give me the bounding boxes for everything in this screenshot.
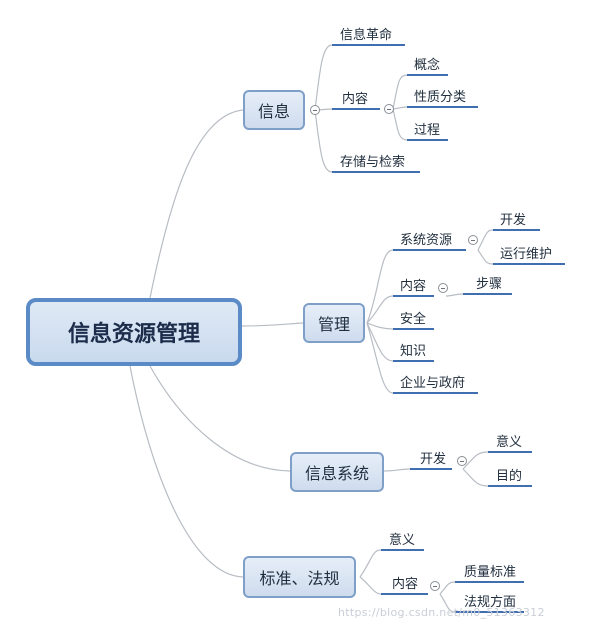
connector-guanli-zhishi (366, 322, 394, 362)
connector-kaifa-yiyi (462, 451, 489, 470)
collapse-toggle-xitong-ziyuan[interactable] (468, 235, 478, 245)
node-xinxi-geming[interactable]: 信息革命 (340, 27, 393, 43)
connector-neirong-xingzhi (392, 106, 408, 110)
node-xitong-ziyuan[interactable]: 系统资源 (400, 232, 453, 248)
node-biaozhun-neirong[interactable]: 内容 (392, 576, 419, 592)
node-gainian[interactable]: 概念 (414, 57, 441, 73)
connector-kaifa-mudi (462, 468, 489, 487)
collapse-toggle-guanli-neirong[interactable] (438, 283, 448, 293)
connector-neirong3-zhiliang (439, 581, 456, 595)
connector-xinxi-cunchu (314, 109, 333, 173)
node-biaozhun-yiyi[interactable]: 意义 (389, 532, 416, 548)
topic-xinxi[interactable]: 信息 (243, 90, 305, 130)
connector-root-xinxixitong (149, 365, 291, 472)
node-qiye-zhengfu[interactable]: 企业与政府 (400, 375, 466, 391)
connector-root-guanli (241, 322, 304, 327)
topic-xinxixitong[interactable]: 信息系统 (290, 452, 384, 492)
node-xingzhi-fenlei[interactable]: 性质分类 (414, 89, 467, 105)
node-cunchu-jiansuo[interactable]: 存储与检索 (340, 154, 406, 170)
connector-biaozhun-neirong (359, 576, 382, 595)
connector-guanli-anquan (366, 322, 394, 330)
topic-guanli[interactable]: 管理 (303, 303, 365, 343)
topic-biaozhun-fagui[interactable]: 标准、法规 (243, 556, 356, 598)
node-yunxing-weihu[interactable]: 运行维护 (500, 246, 553, 262)
node-guocheng[interactable]: 过程 (414, 122, 441, 138)
watermark: https://blog.csdn.net/m0_51363312 (338, 606, 545, 619)
connector-guanli-qiye (366, 322, 394, 394)
collapse-toggle-xinxi[interactable] (310, 105, 320, 115)
connector-xinxixitong-kaifa (383, 468, 411, 472)
connector-xitong-yunxing (477, 249, 494, 265)
connector-xinxi-geming (314, 44, 333, 111)
connector-guanli-neirong (366, 295, 394, 324)
node-buzhou[interactable]: 步骤 (476, 276, 503, 292)
connector-root-xinxi (149, 109, 244, 299)
node-kaifa-1[interactable]: 开发 (500, 212, 527, 228)
node-mudi[interactable]: 目的 (496, 468, 523, 484)
connector-xitong-kaifa (477, 229, 494, 251)
connector-guanli-xitong (366, 249, 394, 324)
node-zhishi[interactable]: 知识 (400, 343, 427, 359)
connector-neirong3-fagui (439, 593, 456, 613)
connector-neirong2-buzhou (445, 293, 464, 297)
node-xinxi-neirong[interactable]: 内容 (342, 91, 369, 107)
connector-neirong-guocheng (392, 108, 408, 141)
node-xinxixitong-kaifa[interactable]: 开发 (420, 451, 447, 467)
node-anquan[interactable]: 安全 (400, 311, 427, 327)
node-fagui-fangmian[interactable]: 法规方面 (464, 594, 517, 610)
collapse-toggle-xinxi-neirong[interactable] (384, 104, 394, 114)
root-topic[interactable]: 信息资源管理 (26, 298, 242, 366)
collapse-toggle-xinxixitong-kaifa[interactable] (457, 456, 467, 466)
collapse-toggle-biaozhun-neirong[interactable] (430, 581, 440, 591)
node-zhiliang-biaozhun[interactable]: 质量标准 (464, 564, 517, 580)
connector-biaozhun-yiyi (359, 549, 382, 578)
connector-root-biaozhun (129, 365, 244, 578)
node-yiyi-1[interactable]: 意义 (496, 434, 523, 450)
node-guanli-neirong[interactable]: 内容 (400, 278, 427, 294)
connector-neirong-gainian (392, 74, 408, 110)
